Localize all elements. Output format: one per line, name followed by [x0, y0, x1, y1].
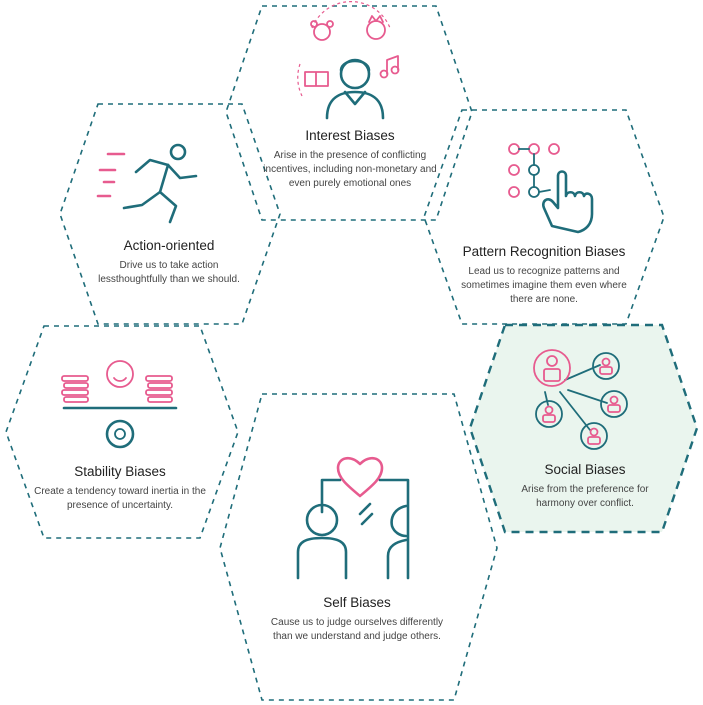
- node-pattern-title: Pattern Recognition Biases: [462, 244, 626, 259]
- node-interest-title: Interest Biases: [305, 128, 395, 143]
- running-person-icon: [96, 143, 198, 224]
- hexagon-interest: [225, 5, 473, 221]
- node-interest: Interest Biases Arise in the presence of…: [262, 128, 438, 191]
- node-stability-description: Create a tendency toward inertia in the …: [34, 486, 206, 511]
- hexagon-stability: [5, 325, 239, 539]
- node-self: Self Biases Cause us to judge ourselves …: [262, 595, 452, 644]
- node-action-description: Drive us to take action lessthoughtfully…: [98, 260, 240, 285]
- social-network-icon: [533, 349, 628, 450]
- node-self-description: Cause us to judge ourselves differently …: [270, 617, 444, 642]
- person-interests-icon: [297, 1, 400, 120]
- node-interest-description: Arise in the presence of conflicting inc…: [263, 150, 437, 189]
- hexagon-action: [59, 103, 281, 325]
- node-social-description: Arise from the preference for harmony ov…: [521, 484, 649, 509]
- node-social: Social Biases Arise from the preference …: [504, 462, 666, 511]
- balance-coins-icon: [61, 360, 178, 449]
- hexagon-self: [219, 393, 498, 701]
- hexagon-pattern: [423, 109, 665, 325]
- node-social-title: Social Biases: [544, 462, 626, 477]
- node-self-title: Self Biases: [323, 595, 391, 610]
- node-action-title: Action-oriented: [123, 238, 215, 253]
- mirror-heart-icon: [296, 456, 410, 580]
- node-pattern-description: Lead us to recognize patterns and someti…: [461, 266, 627, 305]
- node-action: Action-oriented Drive us to take action …: [84, 238, 254, 287]
- hand-pattern-icon: [508, 143, 594, 234]
- node-stability: Stability Biases Create a tendency towar…: [34, 464, 206, 513]
- node-stability-title: Stability Biases: [74, 464, 166, 479]
- node-pattern: Pattern Recognition Biases Lead us to re…: [456, 244, 632, 307]
